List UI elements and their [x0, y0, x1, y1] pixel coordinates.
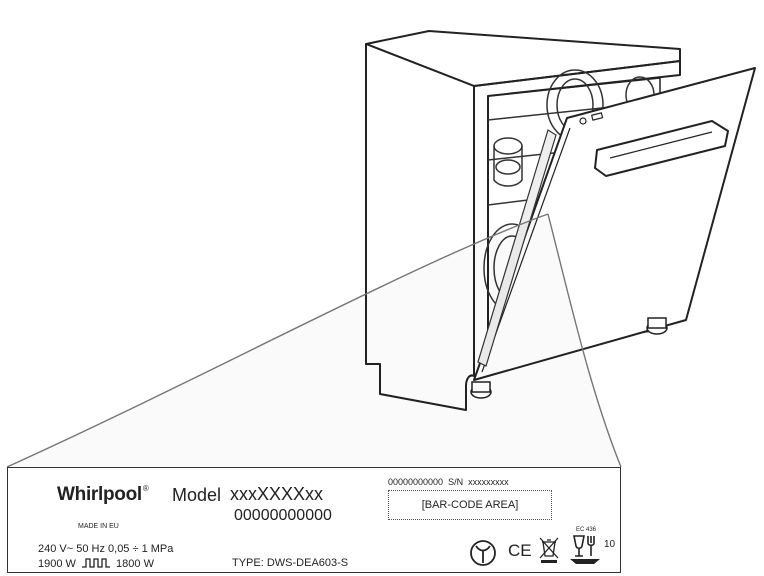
power-right: 1800 W — [116, 558, 154, 570]
food-safe-glass-fork-icon — [570, 535, 600, 564]
barcode-area: [BAR-CODE AREA] — [388, 490, 552, 520]
power-left: 1900 W — [38, 558, 76, 570]
ec-code: EC 436 — [576, 527, 597, 533]
approval-mark-icon — [470, 540, 496, 566]
heating-waveform-icon — [81, 558, 110, 568]
power-rating: 1900 W 1800 W — [38, 557, 154, 570]
type-code: TYPE: DWS-DEA603-S — [232, 557, 349, 569]
made-in-label: MADE IN EU — [78, 523, 119, 530]
rating-plate: Whirlpool® MADE IN EU Model xxxXXXXxx 00… — [7, 467, 621, 573]
model-label: Model — [172, 485, 222, 505]
brand-logo: Whirlpool® — [57, 484, 149, 505]
voltage-rating: 240 V~ 50 Hz 0,05 ÷ 1 MPa — [38, 543, 174, 555]
model-value: xxxXXXXxx — [230, 484, 324, 504]
serial-number: 00000000000 S/N xxxxxxxxx — [388, 477, 509, 487]
crossed-bin-icon — [539, 537, 559, 563]
model-number: 00000000000 — [234, 507, 332, 524]
barcode-area-label: [BAR-CODE AREA] — [421, 499, 519, 511]
ce-mark: CE — [508, 541, 532, 560]
energy-number: 10 — [604, 539, 616, 550]
